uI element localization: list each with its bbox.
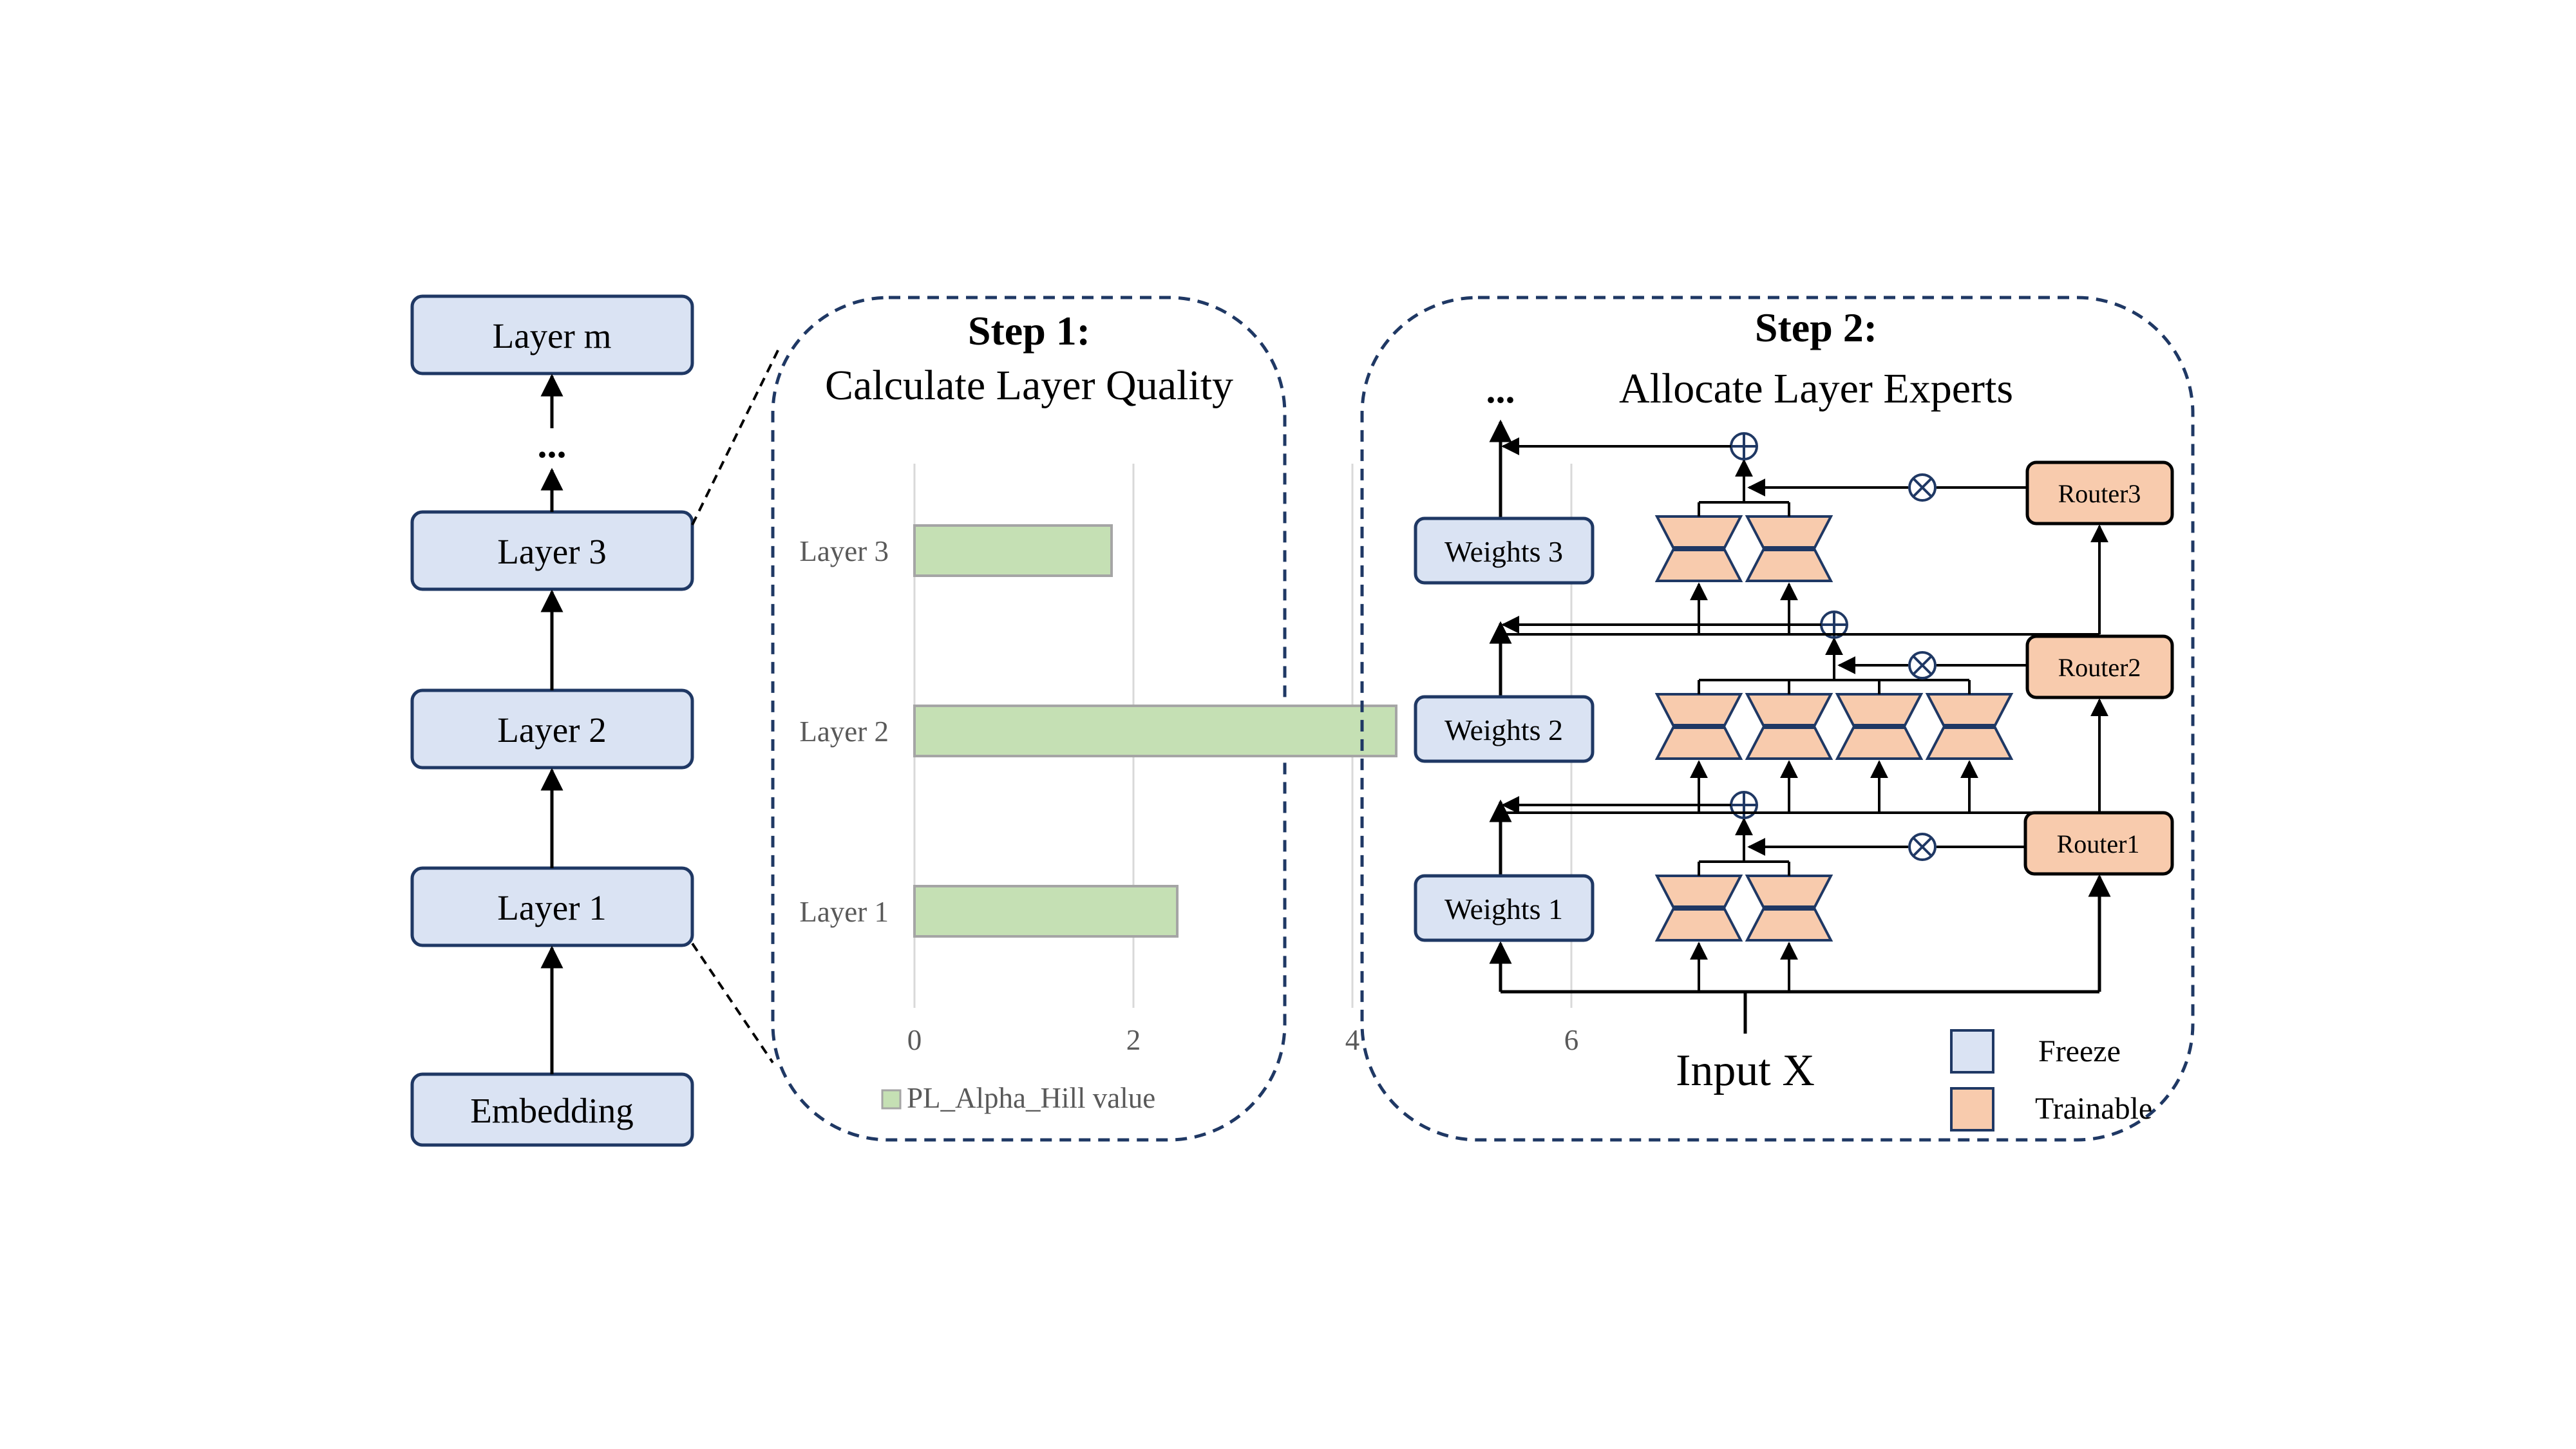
legend-freeze-label: Freeze [2038,1034,2121,1068]
y-tick-label: Layer 2 [799,715,889,748]
router-2-label: Router2 [2058,653,2141,682]
input-x-label: Input X [1676,1046,1815,1095]
layer-3-label: Layer 3 [497,532,607,571]
layer-quality-chart: 0 2 4 6 Layer 3 Layer 2 Layer 1 PL_Alpha_Hill v… [799,464,1578,1114]
weights-1-label: Weights 1 [1444,893,1563,925]
router-3-box [2025,460,2174,526]
expert-layer3-1-up-proj [1654,549,1743,582]
legend-freeze-swatch [1950,1029,1994,1074]
y-tick-label: Layer 3 [799,535,889,567]
expert-layer3-2-down-proj [1745,515,1833,549]
legend-trainable-label: Trainable [2035,1092,2152,1126]
layer-stack: Layer m ... Layer 3 Layer 2 Layer 1 Embe… [410,294,694,1147]
expert-layer1-1-down-proj [1654,875,1743,908]
bar-layer-2 [913,705,1397,757]
expert-layer2-2-down-proj [1745,693,1833,726]
times-icon-stroke-b-layer1 [1913,837,1932,857]
weights-3-label: Weights 3 [1444,535,1563,568]
step2-ellipsis: ... [1486,368,1515,411]
layer-1-label: Layer 1 [497,888,607,927]
embedding-label: Embedding [470,1091,634,1130]
step1-subtitle: Calculate Layer Quality [825,362,1233,409]
x-tick-label: 0 [907,1024,922,1056]
expert-layer2-2-up-proj [1745,726,1833,760]
step2-heading: Step 2: [1755,305,1877,350]
step2-panel: Step 2: Allocate Layer Experts ... Weigh… [1360,296,2195,1142]
chart-legend-swatch [881,1089,902,1110]
times-icon-stroke-b-layer3 [1913,478,1932,497]
router-2-box [2025,634,2174,699]
zoom-line-bottom [691,942,774,1064]
chart-legend-label: PL_Alpha_Hill value [907,1082,1155,1114]
bar-layer-1 [913,885,1179,938]
expert-layer1-1-up-proj [1654,908,1743,942]
expert-layer1-2-down-proj [1745,875,1833,908]
step2-subtitle: Allocate Layer Experts [1619,365,2013,412]
expert-layer2-1-up-proj [1654,726,1743,760]
x-tick-label: 6 [1564,1024,1579,1056]
layer-2-label: Layer 2 [497,710,607,750]
router-1-label: Router1 [2057,829,2140,858]
bar-layer-3 [913,524,1113,577]
layer-m-box [410,294,694,375]
legend-trainable-swatch [1950,1087,1994,1132]
weights-2-box [1414,695,1595,763]
expert-layer2-4-down-proj [1925,693,2014,726]
expert-layer2-3-down-proj [1835,693,1924,726]
expert-layer1-2-up-proj [1745,908,1833,942]
expert-layer2-1-down-proj [1654,693,1743,726]
step2-frame [1360,296,2195,1142]
layer-m-label: Layer m [493,316,612,355]
weights-1-box [1414,874,1595,942]
weights-3-box [1414,516,1595,585]
weights-2-label: Weights 2 [1444,714,1563,746]
expert-layer2-4-up-proj [1925,726,2014,760]
step1-heading: Step 1: [968,308,1090,354]
expert-layer3-1-down-proj [1654,515,1743,549]
step1-panel: Step 1: Calculate Layer Quality 0 2 4 6 Laye… [771,296,1578,1142]
expert-layer3-2-up-proj [1745,549,1833,582]
zoom-line-top [691,347,781,526]
step1-frame [771,296,1287,1142]
stack-ellipsis: ... [538,423,567,466]
times-icon-stroke-b-layer2 [1913,656,1932,675]
expert-layer2-3-up-proj [1835,726,1924,760]
y-tick-label: Layer 1 [799,896,889,928]
expert-groups [1501,432,2108,992]
router-3-label: Router3 [2058,479,2141,508]
x-tick-label: 4 [1345,1024,1360,1056]
x-tick-label: 2 [1126,1024,1141,1056]
